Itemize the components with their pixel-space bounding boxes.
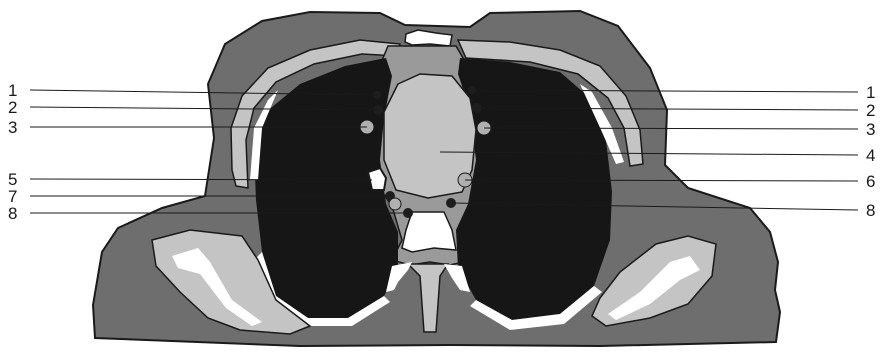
label-right-3: 3 bbox=[866, 120, 875, 139]
node-left-7-vessel bbox=[389, 198, 401, 210]
label-right-1: 1 bbox=[866, 83, 875, 102]
label-right-4: 4 bbox=[866, 146, 875, 165]
label-left-8: 8 bbox=[8, 204, 17, 223]
label-left-3: 3 bbox=[8, 118, 17, 137]
label-left-2: 2 bbox=[8, 98, 17, 117]
label-right-2: 2 bbox=[866, 101, 875, 120]
label-right-6: 6 bbox=[866, 172, 875, 191]
label-right-8: 8 bbox=[866, 201, 875, 220]
